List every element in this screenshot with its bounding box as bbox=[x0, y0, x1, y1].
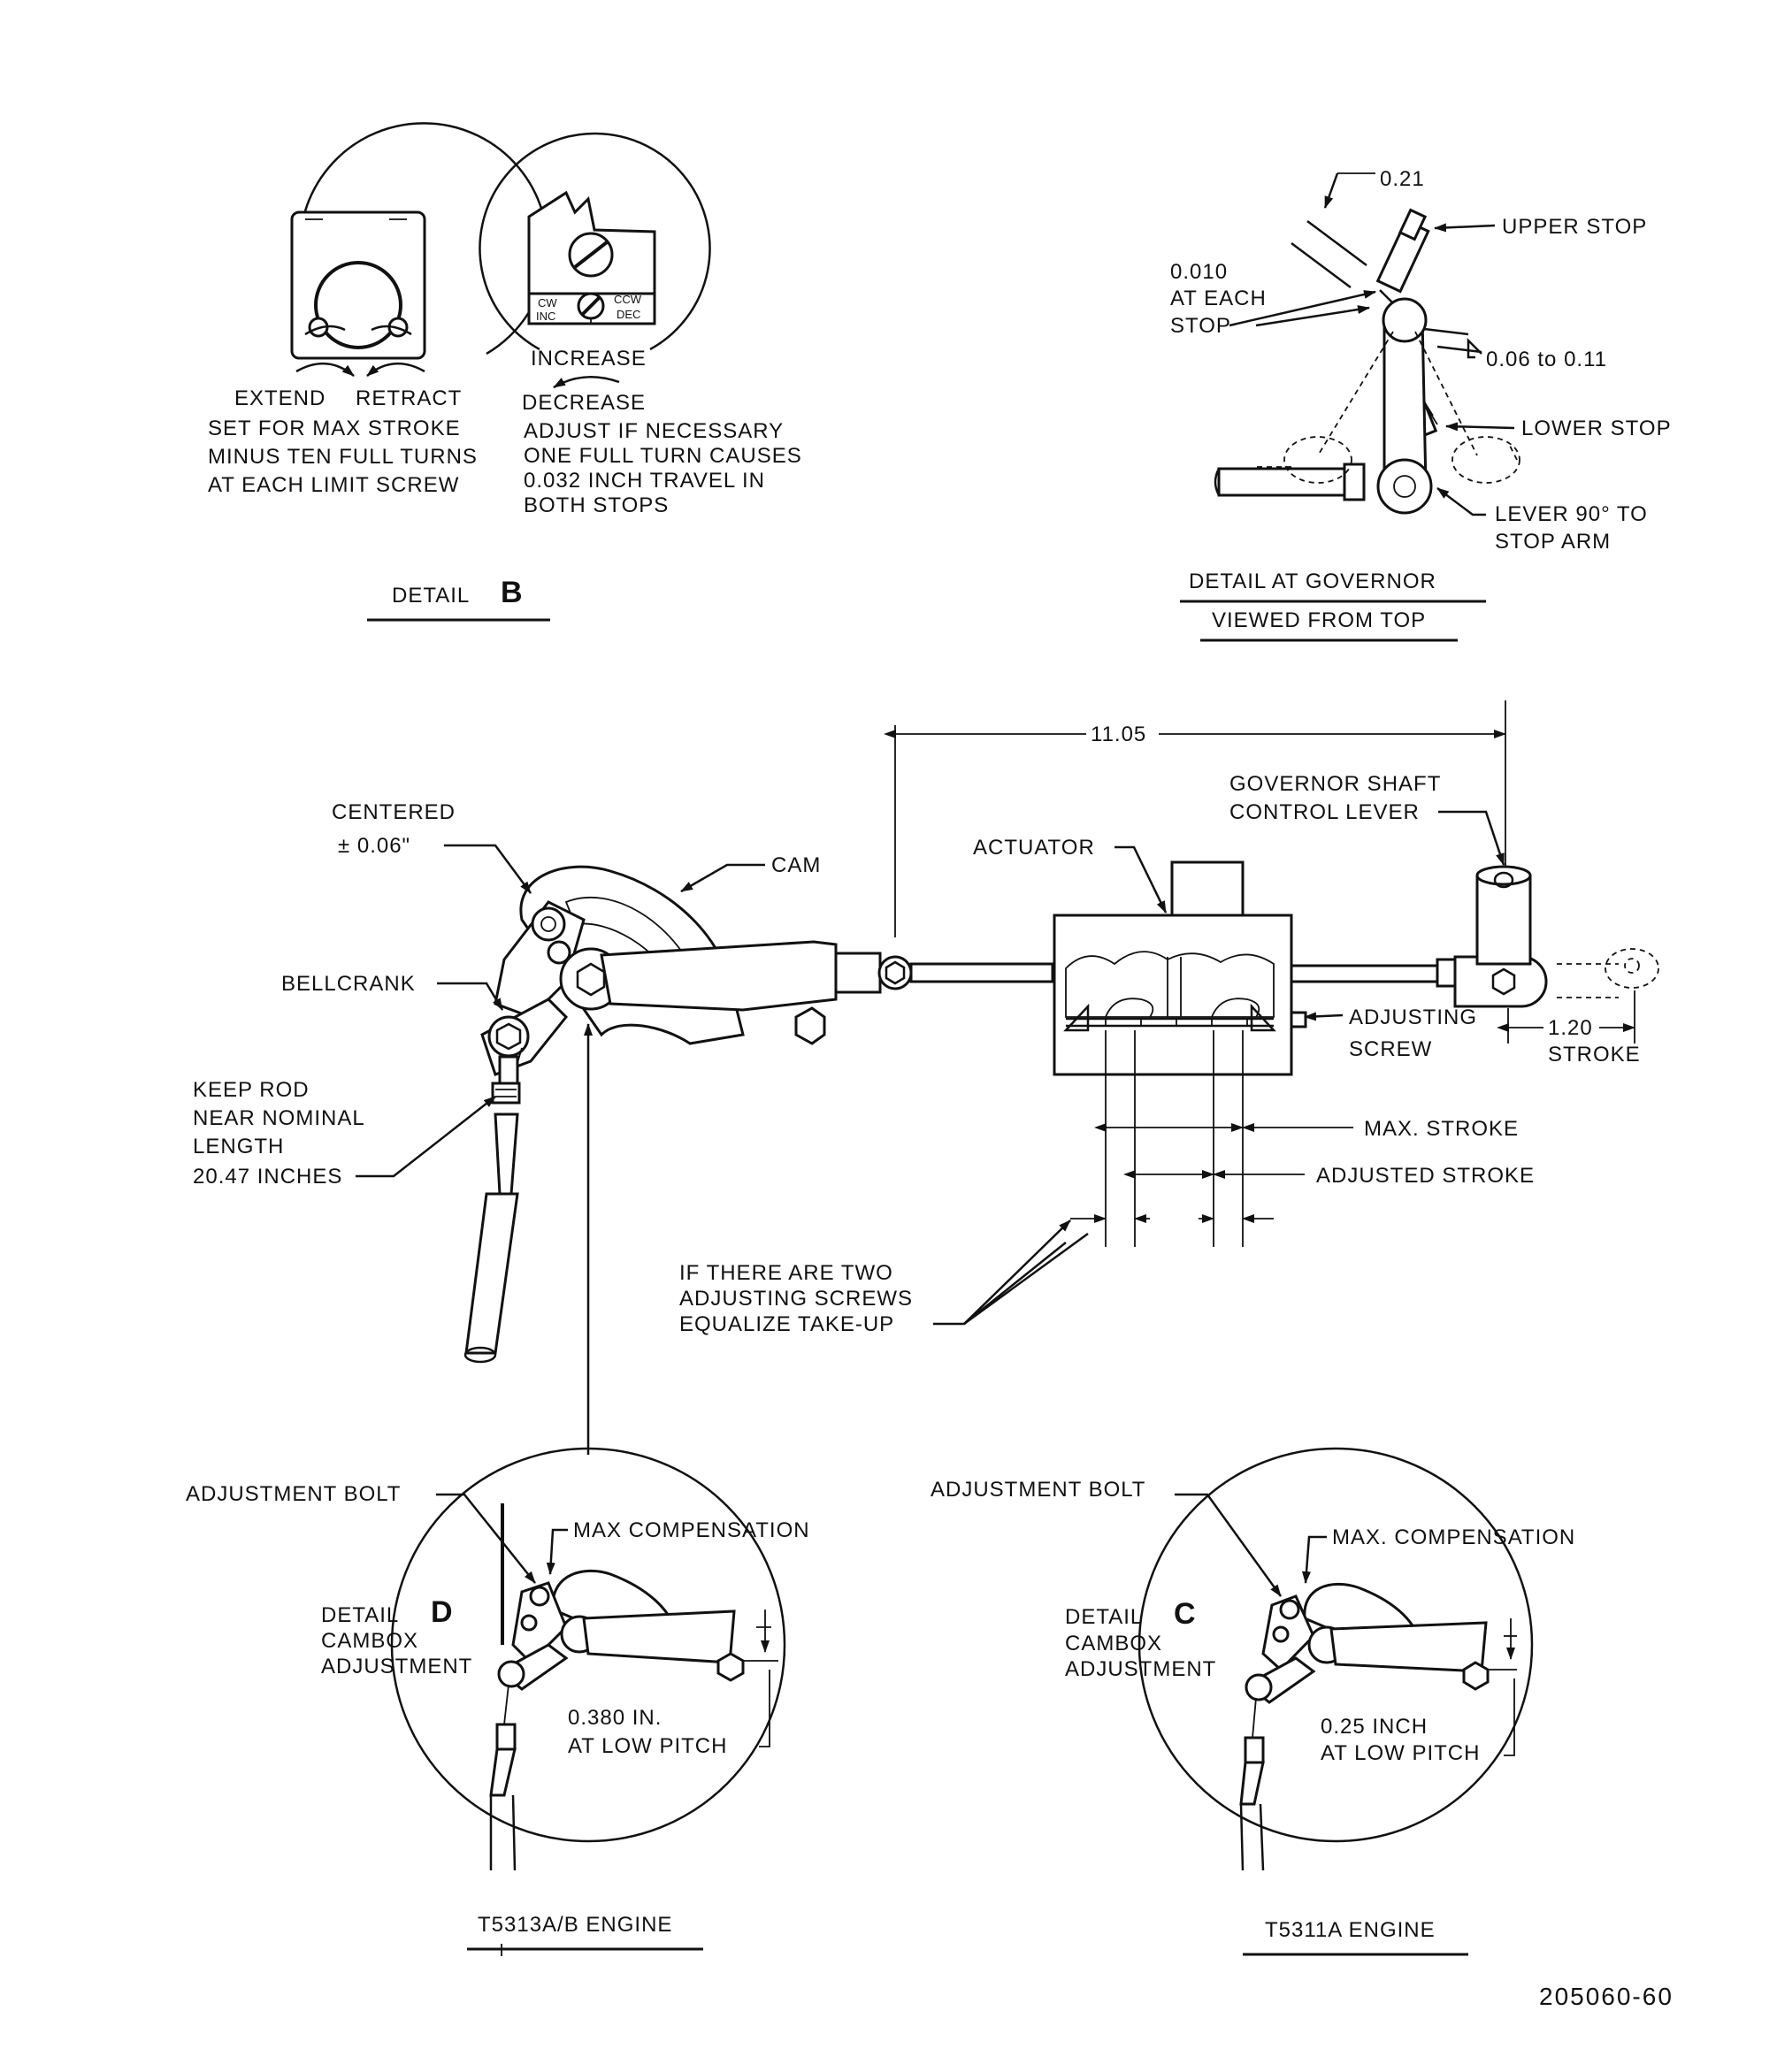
centered-label: CENTERED bbox=[332, 800, 456, 824]
governor-title-1: DETAIL AT GOVERNOR bbox=[1189, 570, 1436, 593]
keep-rod-label-1: KEEP ROD bbox=[193, 1078, 310, 1102]
governor-lever-label-1: GOVERNOR SHAFT bbox=[1229, 772, 1441, 796]
decrease-arrow bbox=[553, 376, 620, 389]
decrease-label: DECREASE bbox=[522, 391, 646, 415]
gap-label-2: AT EACH bbox=[1170, 287, 1267, 310]
detail-b-note-left-1: SET FOR MAX STROKE bbox=[208, 417, 461, 440]
lower-stop-label: LOWER STOP bbox=[1521, 417, 1672, 440]
actuator-label: ACTUATOR bbox=[973, 836, 1095, 860]
ccw-label: CCW bbox=[614, 293, 642, 306]
detail-governor: 0.21 UPPER STOP 0.010 AT EACH STOP 0.06 … bbox=[1170, 167, 1672, 642]
detail-d-title-letter: D bbox=[431, 1595, 453, 1629]
adjusting-screw-label-2: SCREW bbox=[1349, 1037, 1432, 1061]
adjusting-screw-label-1: ADJUSTING bbox=[1349, 1005, 1477, 1029]
max-stroke-label: MAX. STROKE bbox=[1364, 1117, 1519, 1141]
upper-stop-label: UPPER STOP bbox=[1502, 215, 1647, 239]
dim-11-05: 11.05 bbox=[1091, 723, 1146, 746]
cam-assembly bbox=[480, 865, 1054, 1084]
detail-c: ADJUSTMENT BOLT MAX. COMPENSATION DETAIL… bbox=[931, 1447, 1575, 1956]
detail-c-engine: T5311A ENGINE bbox=[1265, 1918, 1436, 1942]
dimension-11-05 bbox=[884, 700, 1506, 937]
stroke-dim-label: 1.20 bbox=[1548, 1016, 1593, 1040]
main-leaders bbox=[356, 810, 1505, 1326]
detail-b-note-right-4: BOTH STOPS bbox=[524, 493, 669, 517]
extend-arrow bbox=[295, 362, 355, 377]
governor-title-2: VIEWED FROM TOP bbox=[1212, 608, 1426, 632]
keep-rod-label-4: 20.47 INCHES bbox=[193, 1165, 342, 1189]
adjusted-stroke-label: ADJUSTED STROKE bbox=[1316, 1164, 1535, 1188]
detail-c-dim-1: 0.25 INCH bbox=[1321, 1715, 1428, 1739]
dec-label: DEC bbox=[617, 308, 640, 321]
detail-d-max-comp: MAX COMPENSATION bbox=[573, 1518, 810, 1542]
detail-c-title-word: DETAIL bbox=[1065, 1605, 1143, 1629]
figure-number: 205060-60 bbox=[1539, 1983, 1674, 2010]
detail-c-dim-2: AT LOW PITCH bbox=[1321, 1741, 1480, 1765]
detail-d-dim-2: AT LOW PITCH bbox=[568, 1734, 727, 1758]
detail-c-title-letter: C bbox=[1174, 1597, 1196, 1631]
gap-label-1: 0.010 bbox=[1170, 260, 1228, 284]
stroke-label: STROKE bbox=[1548, 1043, 1641, 1067]
retract-label: RETRACT bbox=[356, 386, 462, 410]
retract-arrow bbox=[366, 362, 425, 377]
detail-d-sub-2: ADJUSTMENT bbox=[321, 1655, 472, 1678]
control-rod bbox=[463, 1055, 521, 1364]
detail-c-adj-bolt: ADJUSTMENT BOLT bbox=[931, 1478, 1145, 1502]
inc-label: INC bbox=[536, 310, 555, 323]
detail-d-cambox bbox=[436, 1493, 778, 1871]
actuator-body bbox=[1053, 860, 1444, 1076]
dim-0-06-to-0-11: 0.06 to 0.11 bbox=[1486, 348, 1607, 371]
cam-label: CAM bbox=[771, 853, 821, 877]
tolerance-label: ± 0.06" bbox=[338, 834, 410, 858]
detail-b-note-left-2: MINUS TEN FULL TURNS bbox=[208, 445, 478, 469]
detail-d-adj-bolt: ADJUSTMENT BOLT bbox=[186, 1482, 401, 1506]
detail-c-sub-1: CAMBOX bbox=[1065, 1632, 1162, 1655]
detail-c-sub-2: ADJUSTMENT bbox=[1065, 1657, 1216, 1681]
cw-label: CW bbox=[538, 296, 557, 310]
detail-d: ADJUSTMENT BOLT MAX COMPENSATION DETAIL … bbox=[186, 1447, 810, 1956]
keep-rod-label-2: NEAR NOMINAL bbox=[193, 1106, 365, 1130]
two-screws-label-1: IF THERE ARE TWO bbox=[679, 1261, 893, 1285]
governor-lever bbox=[1436, 865, 1659, 1008]
detail-b-note-right-1: ADJUST IF NECESSARY bbox=[524, 419, 784, 443]
increase-label: INCREASE bbox=[531, 347, 647, 371]
detail-d-title-word: DETAIL bbox=[321, 1603, 399, 1627]
lever-label-2: STOP ARM bbox=[1495, 530, 1611, 554]
dim-0-21: 0.21 bbox=[1380, 167, 1425, 191]
detail-d-dim-1: 0.380 IN. bbox=[568, 1706, 662, 1730]
governor-linkage bbox=[1214, 172, 1520, 516]
detail-b-note-left-3: AT EACH LIMIT SCREW bbox=[208, 473, 459, 497]
detail-d-sub-1: CAMBOX bbox=[321, 1629, 418, 1653]
stroke-dimensions bbox=[1070, 990, 1635, 1247]
two-screws-label-3: EQUALIZE TAKE-UP bbox=[679, 1312, 894, 1336]
governor-lever-label-2: CONTROL LEVER bbox=[1229, 800, 1420, 824]
main-assembly: 11.05 bbox=[193, 700, 1659, 1455]
detail-c-max-comp: MAX. COMPENSATION bbox=[1332, 1525, 1575, 1549]
keep-rod-label-3: LENGTH bbox=[193, 1135, 284, 1158]
detail-b: EXTEND RETRACT SET FOR MAX STROKE MINUS … bbox=[208, 122, 802, 622]
bellcrank-label: BELLCRANK bbox=[281, 972, 416, 996]
adjusting-screw-view bbox=[479, 132, 711, 351]
detail-b-note-right-3: 0.032 INCH TRAVEL IN bbox=[524, 469, 765, 493]
detail-b-title-word: DETAIL bbox=[392, 584, 470, 608]
detail-d-engine: T5313A/B ENGINE bbox=[478, 1913, 672, 1937]
limit-screw-view bbox=[290, 122, 549, 360]
detail-c-cambox bbox=[1175, 1493, 1517, 1871]
detail-b-title-letter: B bbox=[501, 576, 523, 609]
gap-label-3: STOP bbox=[1170, 314, 1231, 338]
two-screws-label-2: ADJUSTING SCREWS bbox=[679, 1287, 913, 1311]
extend-label: EXTEND bbox=[234, 386, 326, 410]
lever-label-1: LEVER 90° TO bbox=[1495, 502, 1648, 526]
detail-b-note-right-2: ONE FULL TURN CAUSES bbox=[524, 444, 802, 468]
